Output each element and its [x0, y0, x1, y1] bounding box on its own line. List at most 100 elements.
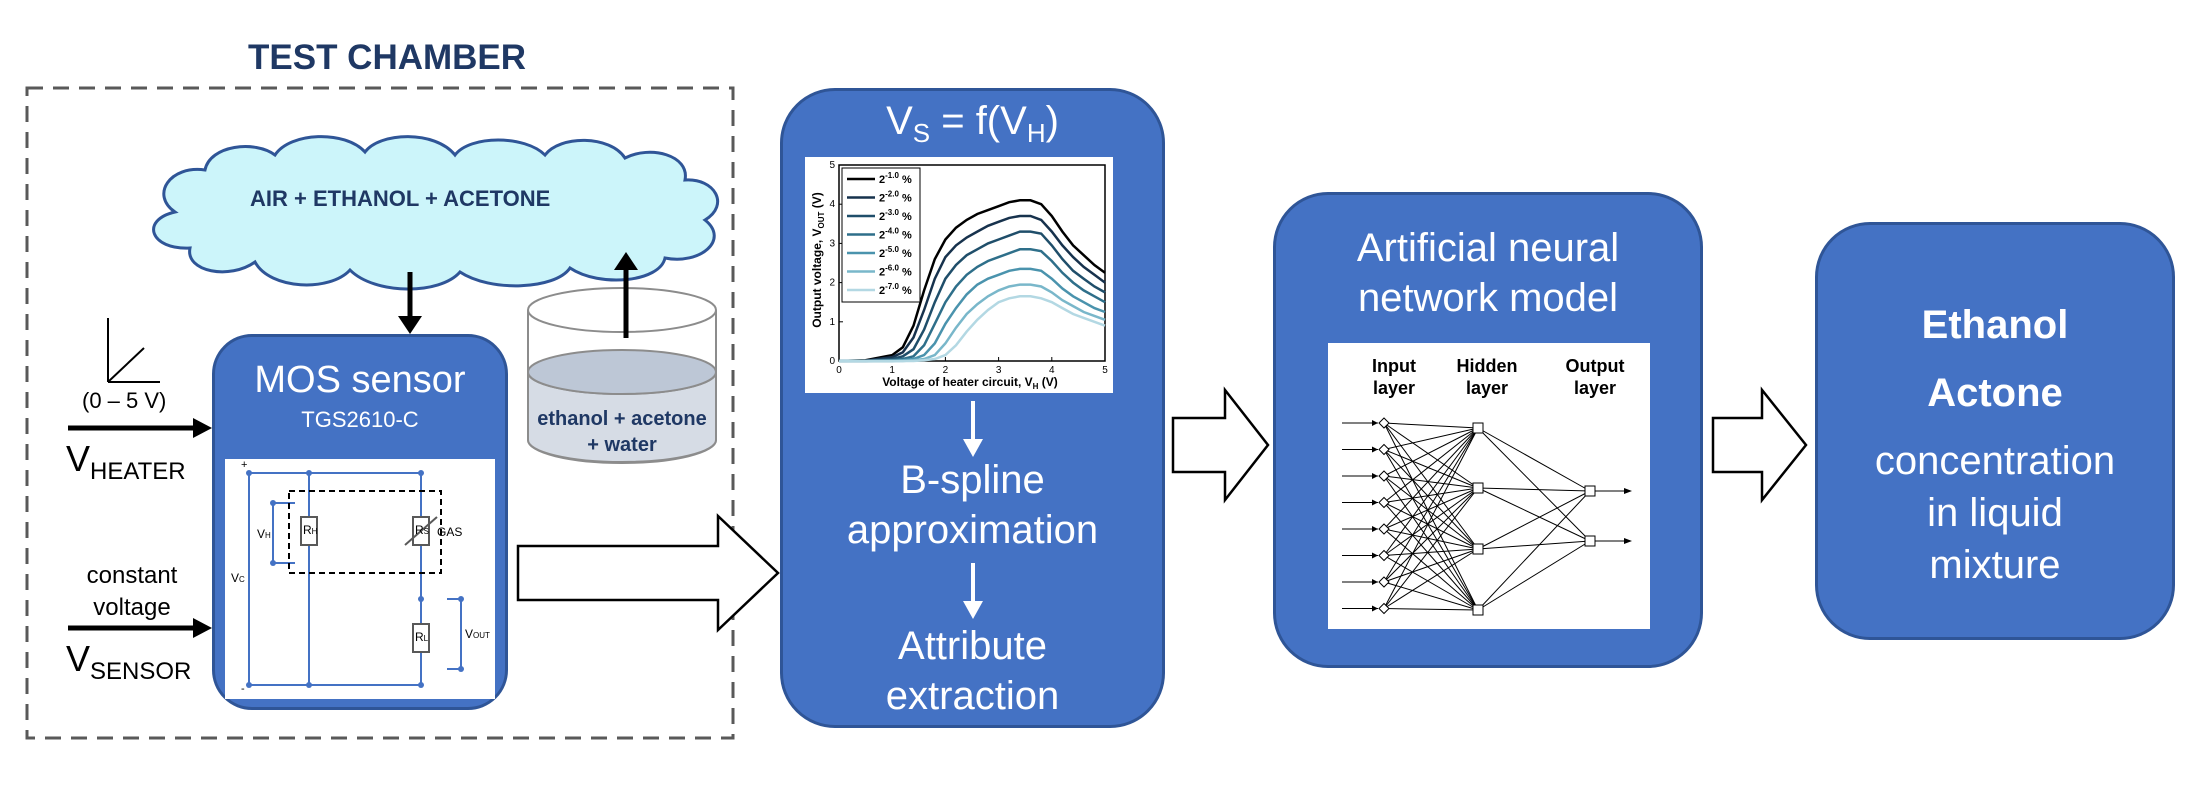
circuit-plus: +: [241, 459, 248, 471]
y-tick-label: 5: [829, 160, 835, 171]
ann-title-line-1: Artificial neural: [1356, 226, 1620, 270]
series-line-7: [839, 295, 1106, 363]
ann-title-line-2: network model: [1357, 276, 1619, 320]
circuit-vc: VC: [231, 571, 245, 585]
hidden-node: [1472, 422, 1484, 434]
hidden-node: [1472, 543, 1484, 555]
input-node: [1378, 496, 1390, 509]
mos-sensor-box: MOS sensor TGS2610-C: [212, 334, 508, 710]
y-tick-label: 0: [829, 356, 835, 367]
x-tick-label: 2: [943, 365, 949, 376]
hidden-node: [1472, 604, 1484, 616]
ann-title: Artificial neural network model: [1276, 223, 1700, 323]
legend-label-4: 2-4.0 %: [879, 227, 912, 242]
result-description: concentration in liquid mixture: [1818, 435, 2172, 591]
gas-to-sensor-arrow: [398, 272, 422, 334]
input-node: [1378, 443, 1390, 456]
down-arrow-1: [963, 401, 983, 457]
test-chamber-title: TEST CHAMBER: [248, 38, 527, 77]
series-line-2: [838, 214, 1106, 363]
liquid-line-2: + water: [587, 434, 657, 456]
legend-label-1: 2-1.0 %: [879, 171, 912, 186]
sensor-input-arrow: [68, 618, 212, 638]
input-node: [1378, 523, 1390, 535]
output-node: [1584, 485, 1596, 497]
circuit-vout: VOUT: [465, 627, 490, 641]
result-line-1: concentration: [1874, 439, 2116, 483]
test-chamber-frame: [25, 86, 735, 740]
x-tick-label: 0: [836, 365, 842, 376]
axes-icon: [107, 318, 160, 383]
cloud-label: AIR + ETHANOL + ACETONE: [250, 186, 551, 211]
constant-line-2: voltage: [93, 594, 171, 621]
attribute-line-1: Attribute: [898, 624, 1047, 668]
result-line-2: in liquid: [1927, 491, 2063, 535]
liquid-label: ethanol + acetone + water: [528, 406, 716, 458]
input-node: [1378, 417, 1390, 429]
chart-xlabel: Voltage of heater circuit, VH (V): [882, 375, 1058, 391]
legend-label-5: 2-5.0 %: [879, 245, 912, 260]
neural-network-diagram: [1342, 417, 1632, 616]
result-line-3: mixture: [1929, 543, 2061, 587]
v-heater-sub: HEATER: [90, 458, 186, 485]
result-box: Ethanol Actone concentration in liquid m…: [1815, 222, 2175, 640]
input-node: [1378, 576, 1390, 588]
down-arrow-2: [963, 563, 983, 619]
heater-input-arrow: [68, 418, 212, 438]
circuit-vh: VH: [257, 527, 271, 541]
y-tick-label: 3: [829, 238, 835, 249]
block-arrow-3: [1711, 386, 1808, 504]
legend-label-7: 2-7.0 %: [879, 282, 912, 297]
result-ethanol: Ethanol: [1921, 303, 2069, 347]
input-node: [1378, 470, 1390, 482]
constant-line-1: constant: [86, 562, 178, 589]
voltage-range-label: (0 – 5 V): [82, 388, 167, 413]
output-node: [1584, 535, 1596, 547]
circuit-rl: RL: [415, 630, 429, 644]
gas-cloud: [152, 135, 719, 291]
mos-sensor-title: MOS sensor: [254, 359, 466, 401]
y-tick-label: 1: [829, 317, 835, 328]
circuit-rh: RH: [303, 523, 318, 537]
series-line-1: [838, 199, 1106, 363]
input-node: [1378, 549, 1390, 562]
liquid-container: [527, 287, 717, 464]
series-line-4: [839, 248, 1106, 363]
input-node: [1378, 602, 1390, 615]
circuit-gas: GAS: [437, 525, 463, 539]
chart-frame: [838, 164, 1106, 362]
chart-legend: 2-1.0 %2-2.0 %2-3.0 %2-4.0 %2-5.0 %2-6.0…: [841, 167, 921, 303]
v-heater-v: V: [66, 438, 91, 479]
legend-label-3: 2-3.0 %: [879, 208, 912, 223]
x-tick-label: 3: [996, 365, 1002, 376]
x-tick-label: 1: [889, 365, 895, 376]
circuit-minus: -: [241, 683, 245, 695]
block-arrow-1: [516, 513, 780, 633]
y-tick-label: 4: [829, 199, 835, 210]
bspline-line-1: B-spline: [900, 458, 1045, 502]
v-sensor-label: VSENSOR: [66, 638, 191, 686]
v-heater-label: VHEATER: [66, 438, 186, 486]
v-sensor-v: V: [66, 638, 91, 679]
hidden-node: [1472, 482, 1484, 494]
attribute-label: Attribute extraction: [783, 621, 1162, 721]
legend-label-2: 2-2.0 %: [879, 190, 912, 205]
constant-voltage-label: constant voltage: [72, 560, 192, 624]
bspline-line-2: approximation: [846, 508, 1099, 552]
result-actone: Actone: [1927, 371, 2063, 415]
series-line-3: [839, 230, 1106, 363]
chart-ylabel: Output voltage, VOUT (V): [810, 192, 826, 328]
sensor-circuit-panel: + - VC VH RH RS GAS RL VOUT: [225, 459, 495, 699]
liquid-line-1: ethanol + acetone: [537, 408, 707, 430]
ann-connections: [1383, 422, 1591, 611]
attribute-line-2: extraction: [885, 674, 1060, 718]
x-tick-label: 4: [1049, 365, 1055, 376]
bspline-label: B-spline approximation: [783, 455, 1162, 555]
